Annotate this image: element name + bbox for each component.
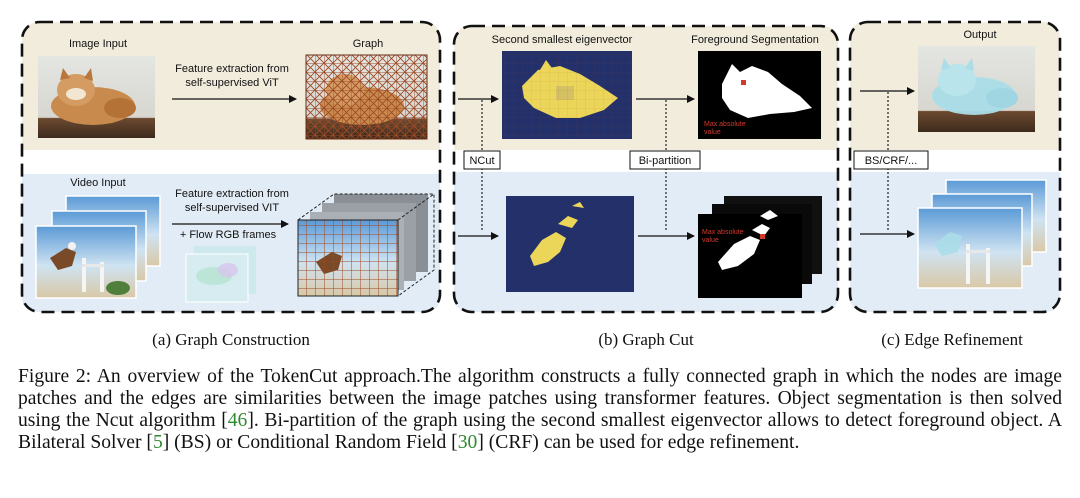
output-image-top <box>918 46 1035 132</box>
panel-a-label: (a) Graph Construction <box>152 330 310 349</box>
cat-image <box>38 56 155 138</box>
foreground-segmentation-title: Foreground Segmentation <box>691 34 819 46</box>
bs-crf-box <box>853 150 929 170</box>
caption-text: ] (CRF) can be used for edge refinement. <box>477 432 800 453</box>
panel-b-border <box>452 24 840 314</box>
figure-caption: Figure 2: An overview of the TokenCut ap… <box>18 366 1062 454</box>
max-absolute-value-1a: Max absolute <box>704 121 746 128</box>
output-video-frames <box>917 179 1047 289</box>
panel-c: Output BS/CRF/... (c) Edge Refinement <box>848 20 1062 349</box>
panel-a: Image Input Feature extraction from self… <box>20 20 442 349</box>
panel-c-border <box>848 20 1062 314</box>
video-input-label: Video Input <box>70 177 125 189</box>
image-input-label: Image Input <box>69 38 127 50</box>
panel-c-label: (c) Edge Refinement <box>881 330 1023 349</box>
feature-extraction-image-line2: self-supervised ViT <box>185 77 279 89</box>
caption-text: ] (BS) or Conditional Random Field [ <box>162 432 458 453</box>
video-frames <box>35 195 161 299</box>
output-label: Output <box>963 29 996 41</box>
feature-extraction-video-line2: self-supervised VIT <box>185 202 279 214</box>
citation-link[interactable]: 46 <box>227 410 248 431</box>
caption-text: Figure 2: An overview of the TokenCut ap… <box>18 366 1062 431</box>
eigenvector-map-bottom <box>506 196 634 292</box>
flow-rgb-label: + Flow RGB frames <box>180 229 277 241</box>
citation-link[interactable]: 5 <box>152 432 163 453</box>
flow-frames <box>185 246 256 303</box>
foreground-mask-top: Max absolute value <box>698 51 821 139</box>
foreground-mask-bottom: Max absolute value <box>698 196 822 298</box>
max-absolute-value-2b: value <box>702 237 719 244</box>
max-absolute-value-2a: Max absolute <box>702 229 744 236</box>
panel-b: Second smallest eigenvector Foreground S… <box>452 24 840 349</box>
bs-crf-label: BS/CRF/... <box>865 155 918 167</box>
ncut-label: NCut <box>469 155 494 167</box>
video-graph-stack <box>297 193 435 297</box>
graph-label: Graph <box>353 38 384 50</box>
bipartition-box <box>629 150 701 170</box>
panel-a-border <box>20 20 442 314</box>
feature-extraction-video-line1: Feature extraction from <box>175 188 289 200</box>
eigenvector-title: Second smallest eigenvector <box>492 34 633 46</box>
citation-link[interactable]: 30 <box>457 432 478 453</box>
panel-b-label: (b) Graph Cut <box>598 330 694 349</box>
ncut-box <box>463 150 501 170</box>
bipartition-label: Bi-partition <box>639 155 692 167</box>
max-absolute-value-1b: value <box>704 129 721 136</box>
graph-image <box>305 54 428 140</box>
caption-text: ]. Bi-partition of the graph using the s… <box>18 410 1063 453</box>
eigenvector-map-top <box>502 51 632 139</box>
feature-extraction-image-line1: Feature extraction from <box>175 63 289 75</box>
